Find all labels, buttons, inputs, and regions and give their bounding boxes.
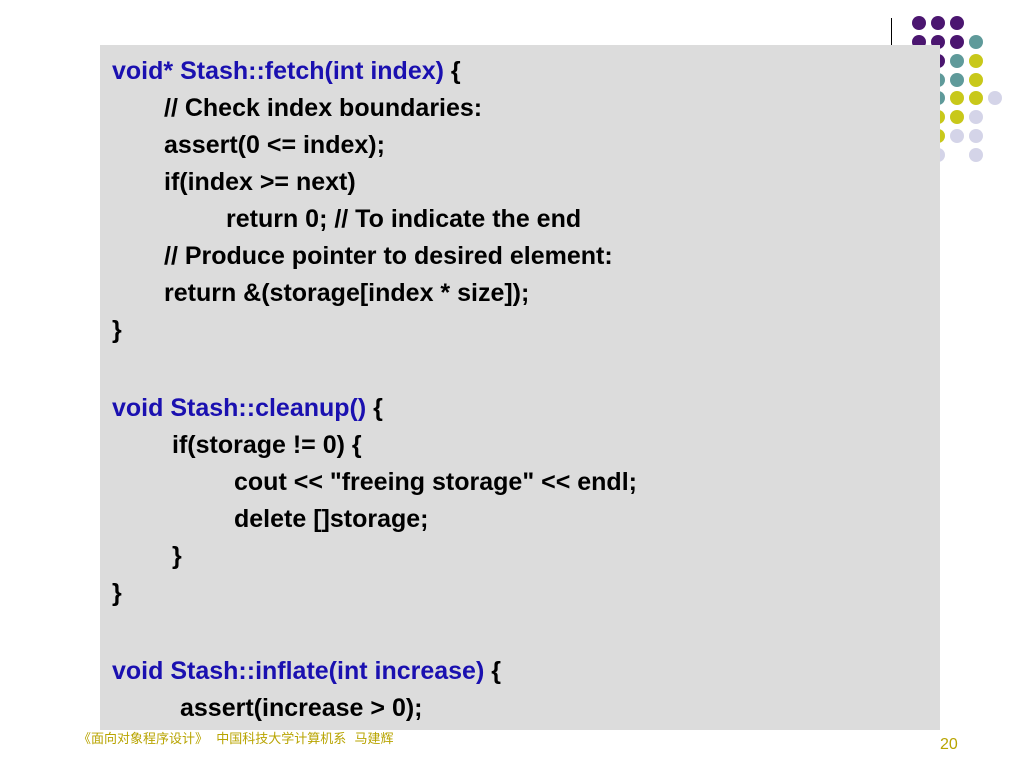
decorative-dot: [950, 35, 964, 49]
code-brace: {: [366, 394, 383, 422]
code-line: assert(increase > 0);: [180, 694, 423, 722]
decorative-dot: [950, 91, 964, 105]
decorative-dot: [950, 16, 964, 30]
decorative-dot: [988, 91, 1002, 105]
code-brace: {: [484, 657, 501, 685]
code-line: if(index >= next): [164, 168, 356, 196]
code-line: assert(0 <= index);: [164, 131, 385, 159]
code-line: void Stash::cleanup() {: [112, 390, 383, 427]
code-line: if(storage != 0) {: [172, 431, 362, 459]
code-line: }: [172, 542, 182, 570]
decorative-divider: [891, 18, 892, 46]
code-line: // Check index boundaries:: [164, 94, 483, 122]
function-signature: void Stash::cleanup(): [112, 394, 367, 422]
code-line: delete []storage;: [234, 505, 429, 533]
code-line: cout << "freeing storage" << endl;: [234, 468, 637, 496]
decorative-dot: [969, 148, 983, 162]
code-line: void Stash::inflate(int increase) {: [112, 653, 501, 690]
decorative-dot: [950, 73, 964, 87]
decorative-dot: [950, 54, 964, 68]
decorative-dot: [969, 35, 983, 49]
decorative-dot: [950, 129, 964, 143]
decorative-dot: [969, 73, 983, 87]
code-block: void* Stash::fetch(int index) { // Check…: [100, 45, 940, 730]
function-signature: void Stash::inflate(int increase): [112, 657, 485, 685]
decorative-dot: [969, 110, 983, 124]
decorative-dot: [969, 129, 983, 143]
decorative-dot: [969, 54, 983, 68]
code-line: }: [112, 316, 122, 344]
code-line: void* Stash::fetch(int index) {: [112, 53, 461, 90]
code-line: return &(storage[index * size]);: [164, 279, 530, 307]
slide-footer: 《面向对象程序设计》 中国科技大学计算机系 马建辉: [78, 732, 394, 747]
code-brace: {: [443, 57, 461, 85]
decorative-dot: [950, 110, 964, 124]
decorative-dot: [931, 16, 945, 30]
page-number: 20: [940, 736, 958, 753]
code-line: // Produce pointer to desired element:: [164, 242, 613, 270]
function-signature: void* Stash::fetch(int index): [112, 57, 444, 85]
decorative-dot: [912, 16, 926, 30]
code-line: return 0; // To indicate the end: [226, 205, 582, 233]
code-line: }: [112, 579, 122, 607]
decorative-dot: [969, 91, 983, 105]
